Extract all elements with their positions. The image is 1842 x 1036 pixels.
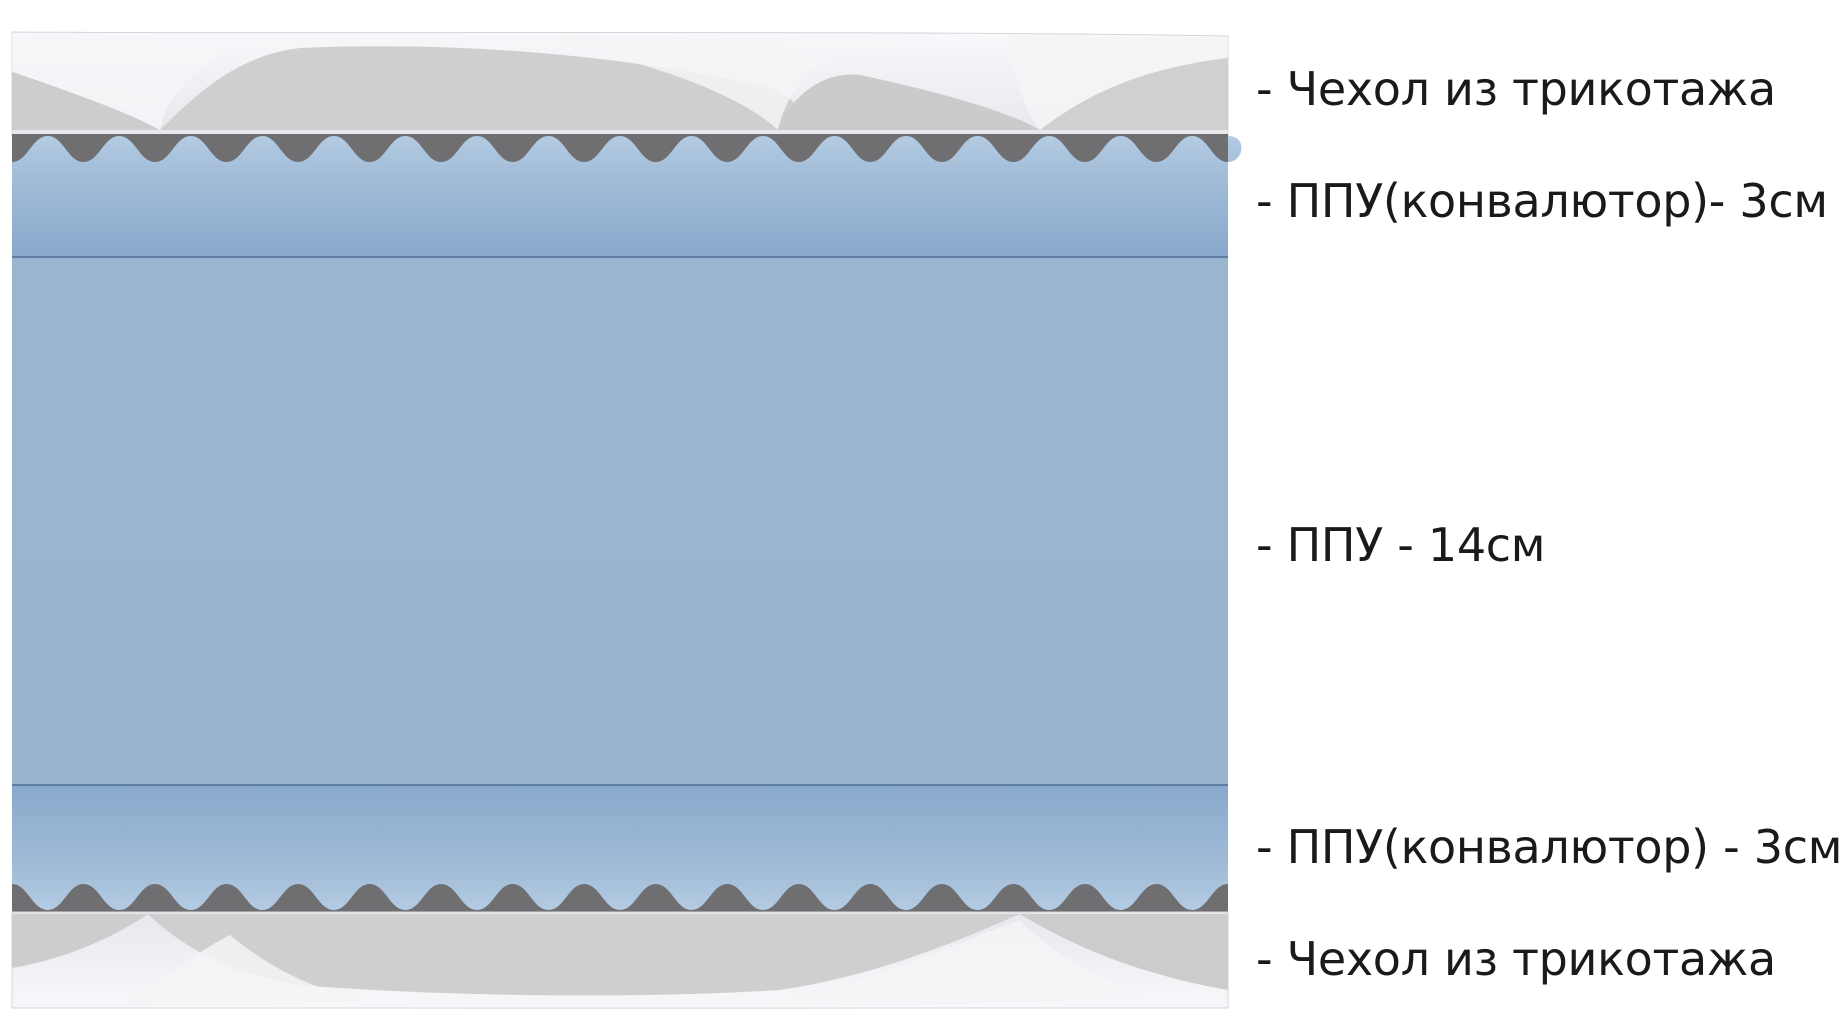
bottom-convoluted-foam-layer <box>12 784 1228 912</box>
label-bottom-convoluted-foam: - ППУ(конвалютор) - 3см <box>1256 820 1842 874</box>
bottom-convoluted-foam <box>12 786 1228 910</box>
bottom-cover-fold <box>120 935 360 1006</box>
label-top-convoluted-foam: - ППУ(конвалютор)- 3см <box>1256 174 1828 228</box>
top-cover-padding <box>776 74 1040 130</box>
top-cover-padding <box>160 46 810 130</box>
top-cover-padding <box>1040 58 1228 130</box>
core-foam-layer <box>12 258 1228 785</box>
top-cover-fold <box>1010 36 1228 130</box>
bottom-cover-padding <box>12 914 148 968</box>
top-convoluted-foam <box>12 136 1242 257</box>
core-foam <box>12 258 1228 785</box>
bottom-cover-fold <box>780 920 1140 1005</box>
top-cover-fold <box>12 34 230 130</box>
label-top-cover: - Чехол из трикотажа <box>1256 62 1776 116</box>
mattress-cross-section <box>11 31 1242 1010</box>
label-bottom-cover: - Чехол из трикотажа <box>1256 932 1776 986</box>
top-cover-padding <box>12 70 160 130</box>
top-convoluted-foam-layer <box>12 134 1242 258</box>
top-cover-fold <box>560 34 830 130</box>
bottom-cover-layer <box>11 911 1229 1010</box>
top-cover-layer <box>11 31 1229 137</box>
bottom-cover-padding <box>1020 914 1228 990</box>
label-core-foam: - ППУ - 14см <box>1256 518 1546 572</box>
bottom-cover-padding <box>148 914 1020 996</box>
